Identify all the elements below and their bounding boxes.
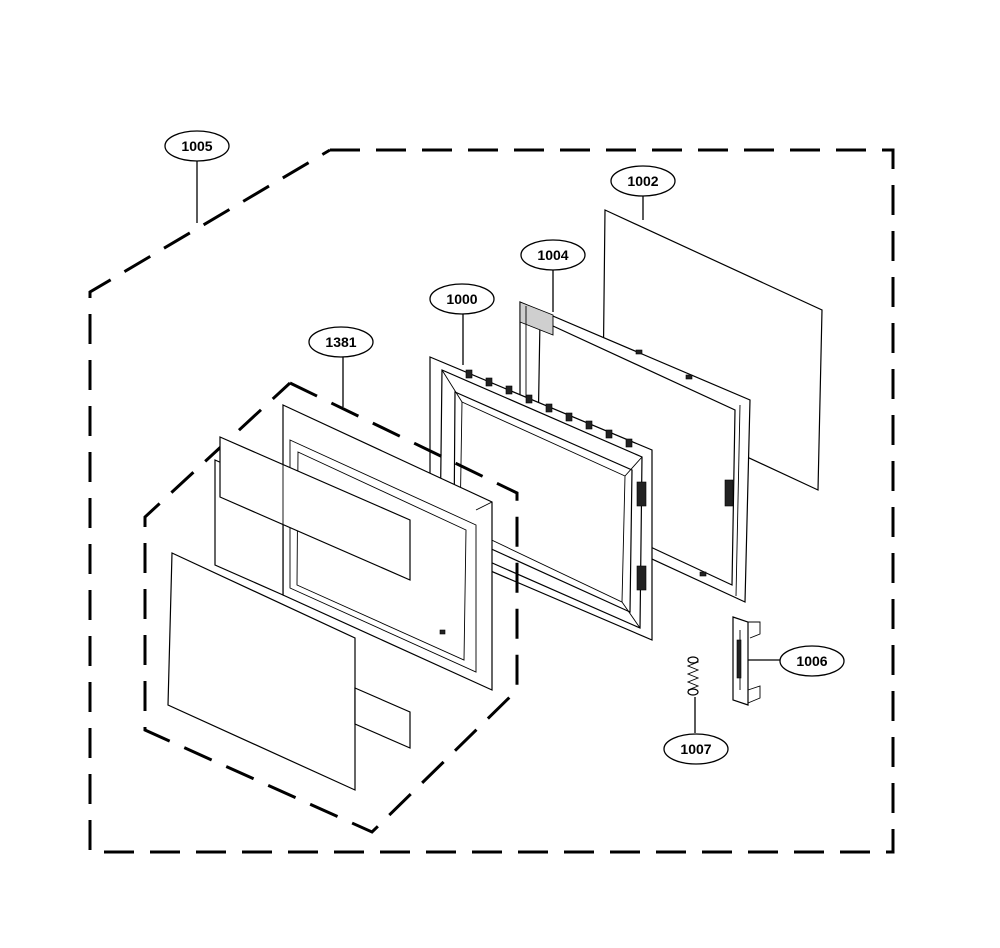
callout-1006: 1006 [779, 645, 845, 677]
svg-text:1000: 1000 [446, 291, 477, 307]
part-1381-door-front [167, 404, 493, 791]
callout-1000: 1000 [429, 283, 495, 315]
callout-1004: 1004 [520, 239, 586, 271]
part-1007-spring [686, 656, 700, 696]
callout-1005: 1005 [164, 130, 230, 162]
svg-text:1007: 1007 [680, 741, 711, 757]
callout-1381: 1381 [308, 326, 374, 358]
svg-text:1002: 1002 [627, 173, 658, 189]
assembly-boundary-1381 [143, 381, 519, 834]
svg-text:1381: 1381 [325, 334, 356, 350]
part-1000-door-frame [429, 356, 653, 641]
part-1006-latch [732, 616, 761, 706]
leader-lines [196, 161, 780, 733]
callout-1002: 1002 [610, 165, 676, 197]
svg-text:1006: 1006 [796, 653, 827, 669]
callout-1007: 1007 [663, 733, 729, 765]
assembly-boundary-1005 [88, 148, 895, 854]
svg-text:1004: 1004 [537, 247, 568, 263]
svg-text:1005: 1005 [181, 138, 212, 154]
part-1002-sheet [602, 209, 823, 491]
